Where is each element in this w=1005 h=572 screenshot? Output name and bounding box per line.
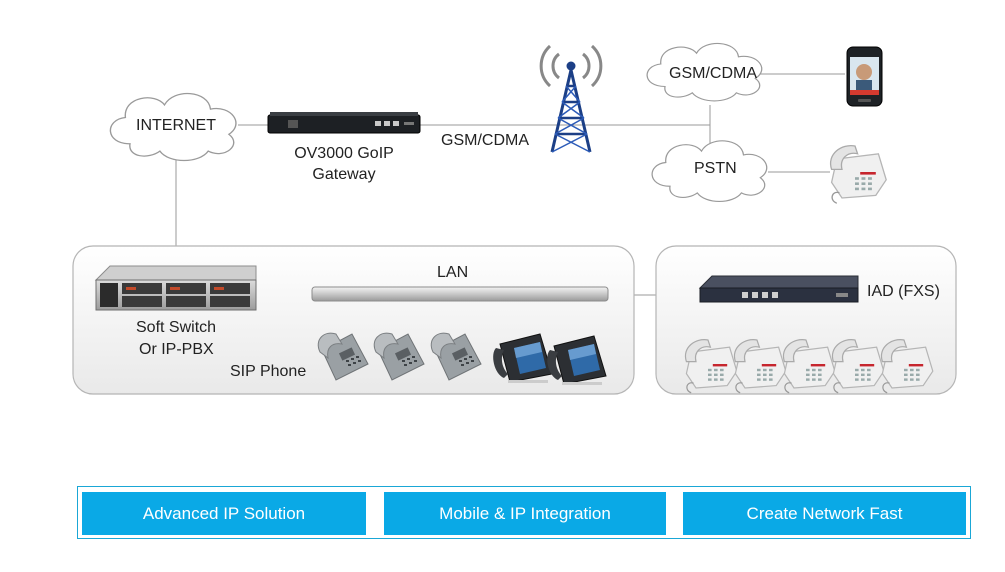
sip-phone-label: SIP Phone xyxy=(230,363,307,380)
pstn-cloud-label: PSTN xyxy=(694,160,737,177)
gsm-link-label: GSM/CDMA xyxy=(441,132,529,149)
iad-label: IAD (FXS) xyxy=(867,283,940,300)
gateway-label-line2: Gateway xyxy=(312,166,376,183)
gsm-cloud-label: GSM/CDMA xyxy=(669,65,757,82)
internet-label: INTERNET xyxy=(136,117,216,134)
lan-label: LAN xyxy=(437,264,469,281)
softswitch-label-line2: Or IP-PBX xyxy=(139,341,214,358)
softswitch-label-line1: Soft Switch xyxy=(136,319,217,336)
lan-switch-bar xyxy=(311,286,609,302)
pstn-desk-phone-icon xyxy=(829,144,887,204)
feature-mobile-ip-integration: Mobile & IP Integration xyxy=(384,492,666,535)
smartphone-icon xyxy=(846,46,883,107)
feature-create-network-fast: Create Network Fast xyxy=(683,492,966,535)
gateway-label-line1: OV3000 GoIP xyxy=(294,145,394,162)
cell-tower-icon xyxy=(539,44,603,153)
feature-bar: Advanced IP Solution Mobile & IP Integra… xyxy=(77,486,971,539)
feature-advanced-ip: Advanced IP Solution xyxy=(82,492,366,535)
goip-gateway-device xyxy=(267,112,421,134)
iad-device-icon xyxy=(698,275,859,303)
soft-switch-server-icon xyxy=(94,265,257,311)
